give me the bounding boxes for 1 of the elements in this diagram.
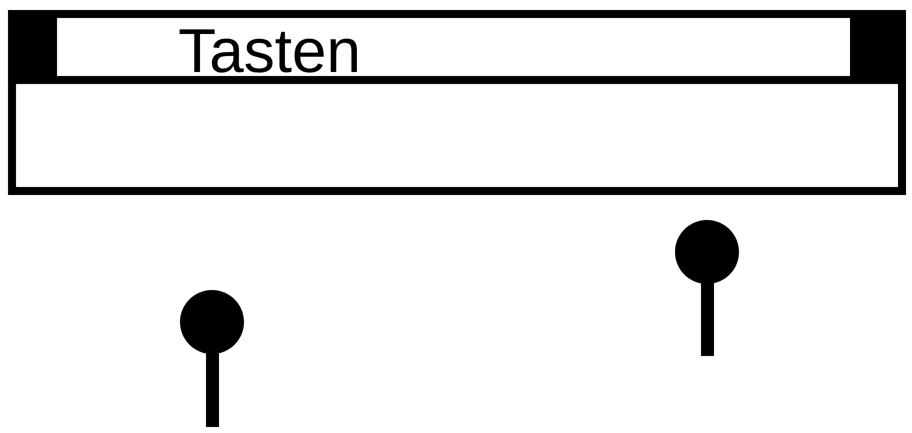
keys-box: Tasten bbox=[8, 10, 906, 195]
